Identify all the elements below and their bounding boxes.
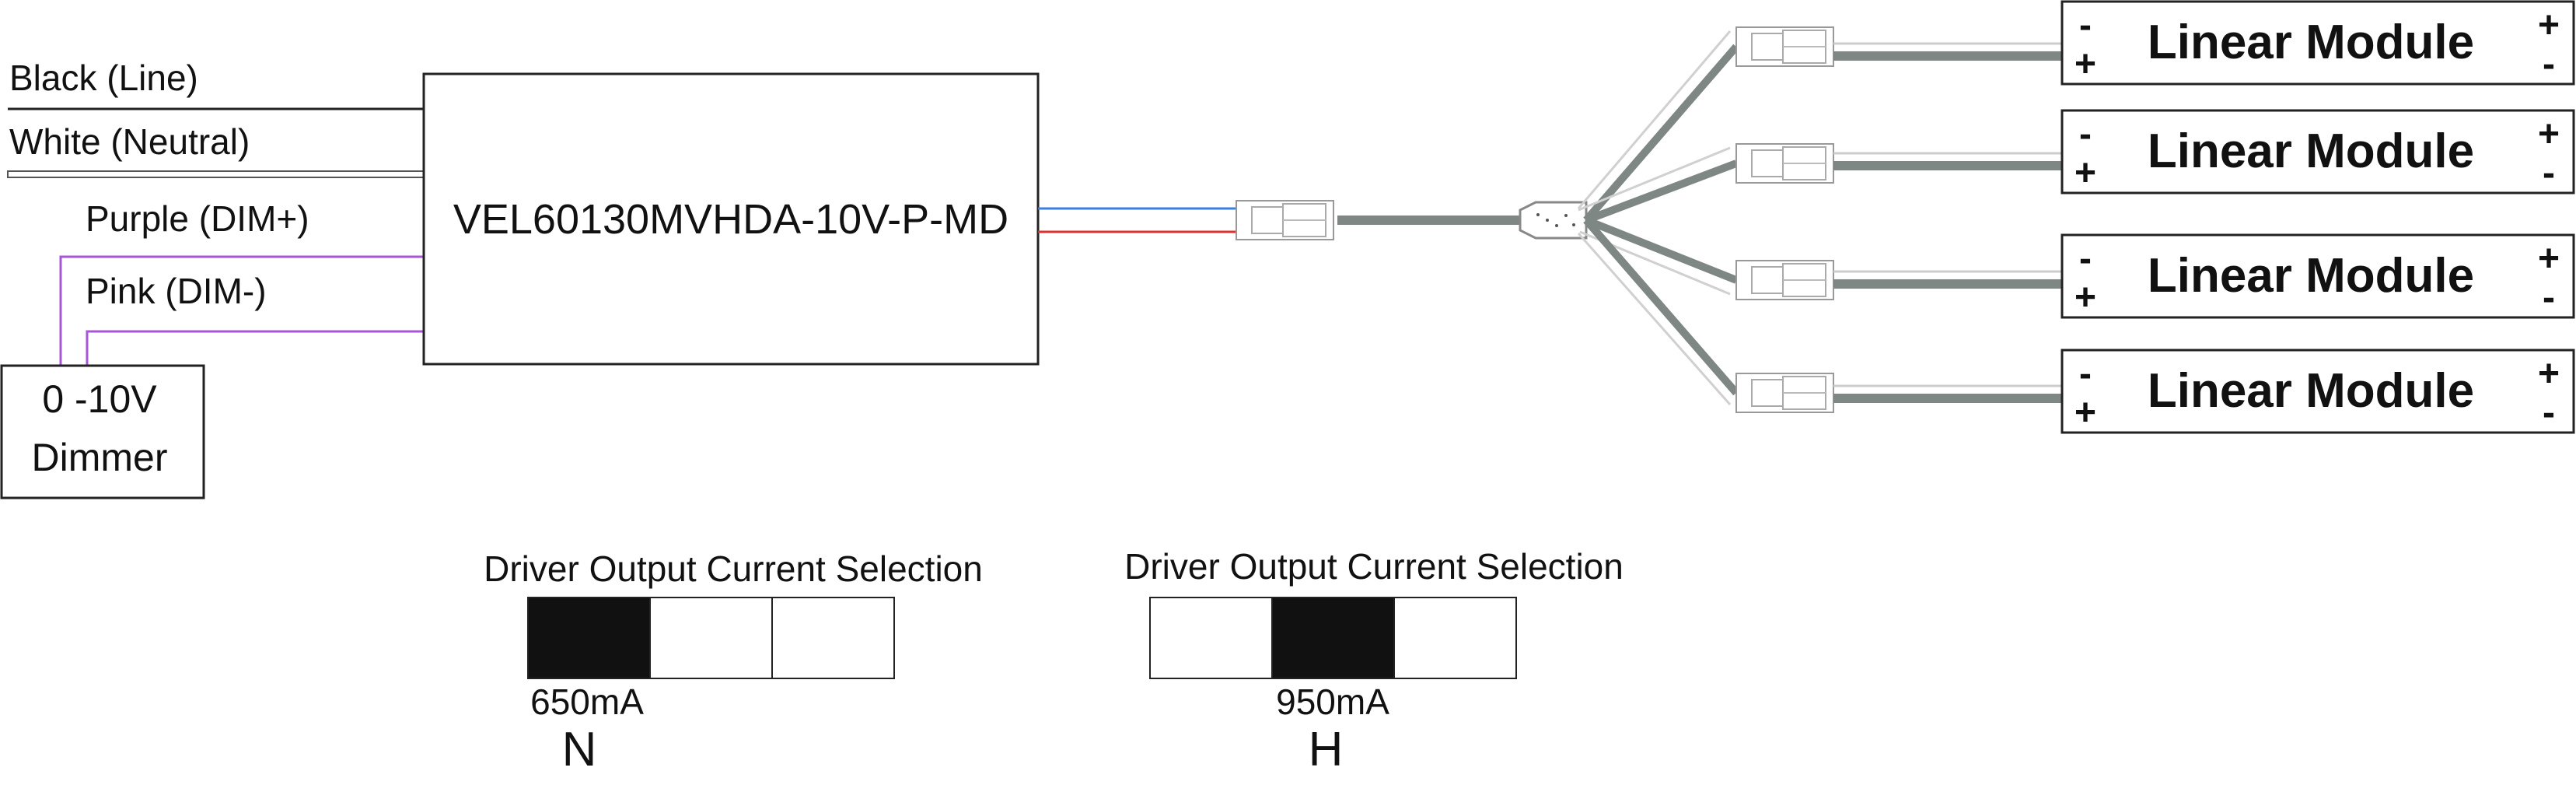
linear-module-2: - + Linear Module + - [2060, 109, 2575, 194]
module-4-plus-right: + [2538, 353, 2560, 394]
module-4-minus-right: - [2543, 392, 2555, 433]
selection-1-current: 650mA [530, 682, 644, 722]
module-4-label: Linear Module [2148, 364, 2474, 418]
selection-2-current: 950mA [1276, 682, 1389, 722]
module-1-plus-right: + [2538, 5, 2560, 46]
white-neutral-wire [7, 170, 425, 178]
pink-dim-minus-label: Pink (DIM-) [86, 271, 267, 311]
splitter-hub [1519, 201, 1588, 240]
branch-cables [1577, 30, 1739, 405]
module-connector-4 [1735, 373, 1834, 413]
linear-module-4: - + Linear Module + - [2060, 349, 2575, 434]
module-connector-2 [1735, 143, 1834, 184]
selection-2-code: H [1309, 723, 1344, 776]
module-1-minus-left: - [2079, 5, 2092, 46]
main-connector [1236, 200, 1334, 240]
linear-module-3: - + Linear Module + - [2060, 233, 2575, 319]
module-3-minus-left: - [2079, 238, 2092, 279]
module-4-minus-left: - [2079, 353, 2092, 394]
module-3-plus-left: + [2074, 277, 2096, 318]
module-3-minus-right: - [2543, 277, 2555, 318]
module-connector-1 [1735, 26, 1834, 67]
driver-box [422, 72, 1040, 366]
module-2-plus-right: + [2538, 114, 2560, 155]
module-1-minus-right: - [2543, 44, 2555, 85]
linear-module-1: - + Linear Module + - [2060, 0, 2575, 86]
module-4-plus-left: + [2074, 392, 2096, 433]
purple-dim-plus-wire [59, 255, 424, 366]
module-2-minus-right: - [2543, 152, 2555, 194]
module-2-plus-left: + [2074, 152, 2096, 194]
selection-2-title: Driver Output Current Selection [1124, 546, 1624, 587]
current-selection-2: Driver Output Current Selection 950mA H [1124, 546, 1624, 776]
module-3-plus-right: + [2538, 238, 2560, 279]
driver-model-label: VEL60130MVHDA-10V-P-MD [453, 196, 1008, 243]
white-neutral-label: White (Neutral) [9, 121, 250, 162]
module-2-minus-left: - [2079, 114, 2092, 155]
selection-1-code: N [562, 723, 597, 776]
module-1-plus-left: + [2074, 44, 2096, 85]
dimmer-label-line1: 0 -10V [42, 377, 157, 421]
module-1-label: Linear Module [2148, 16, 2474, 69]
purple-dim-plus-label: Purple (DIM+) [86, 198, 309, 239]
pink-dim-minus-wire [86, 330, 424, 366]
module-3-label: Linear Module [2148, 249, 2474, 303]
dimmer-label-line2: Dimmer [32, 436, 168, 479]
module-cables [1833, 42, 2062, 403]
dimmer-box [0, 364, 205, 499]
black-line-label: Black (Line) [9, 58, 198, 98]
selection-1-slot-2 [649, 597, 773, 679]
selection-1-slot-1 [527, 597, 651, 679]
current-selection-1: Driver Output Current Selection 650mA N [484, 548, 983, 776]
module-connector-3 [1735, 260, 1834, 300]
selection-1-title: Driver Output Current Selection [484, 548, 983, 589]
selection-1-slot-3 [771, 597, 895, 679]
selection-2-slot-1 [1149, 597, 1273, 679]
module-2-label: Linear Module [2148, 124, 2474, 178]
selection-2-slot-3 [1393, 597, 1517, 679]
selection-2-slot-2 [1271, 597, 1395, 679]
